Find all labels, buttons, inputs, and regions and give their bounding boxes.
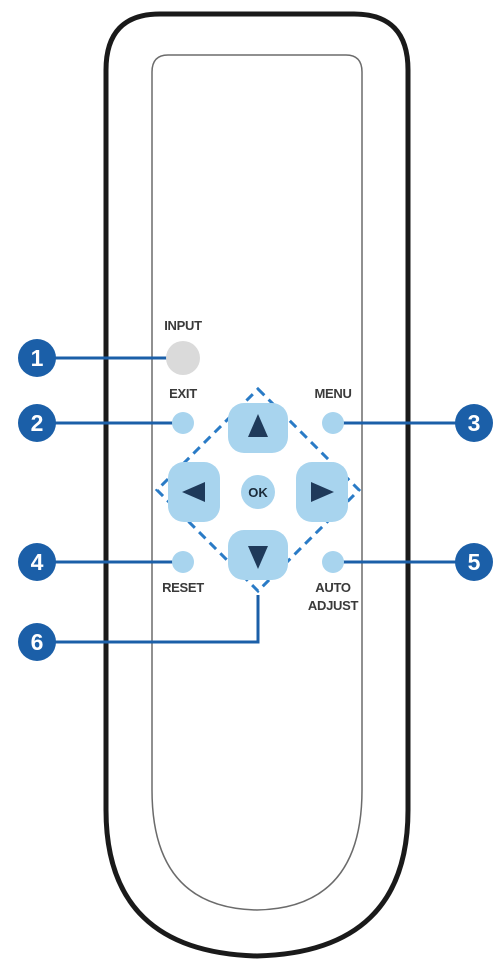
auto-adjust-label-line1: AUTO bbox=[315, 580, 351, 595]
callout-6-number: 6 bbox=[31, 629, 44, 655]
right-button[interactable] bbox=[296, 462, 348, 522]
input-button[interactable] bbox=[166, 341, 200, 375]
callout-2-number: 2 bbox=[31, 410, 44, 436]
callout-4: 4 bbox=[18, 543, 56, 581]
callout-4-number: 4 bbox=[31, 549, 44, 575]
ok-button[interactable] bbox=[241, 475, 275, 509]
callout-1-number: 1 bbox=[31, 345, 44, 371]
right-arrow-icon bbox=[311, 482, 334, 502]
left-button[interactable] bbox=[168, 462, 220, 522]
up-button[interactable] bbox=[228, 403, 288, 453]
callout-3-number: 3 bbox=[468, 410, 481, 436]
down-arrow-icon bbox=[248, 546, 268, 569]
down-button[interactable] bbox=[228, 530, 288, 580]
callout-6: 6 bbox=[18, 623, 56, 661]
menu-button[interactable] bbox=[322, 412, 344, 434]
dpad-dashed-frame bbox=[154, 386, 362, 594]
auto-adjust-button[interactable] bbox=[322, 551, 344, 573]
left-arrow-icon bbox=[182, 482, 205, 502]
exit-label: EXIT bbox=[169, 386, 197, 401]
up-arrow-icon bbox=[248, 414, 268, 437]
exit-button[interactable] bbox=[172, 412, 194, 434]
reset-button[interactable] bbox=[172, 551, 194, 573]
input-label: INPUT bbox=[164, 318, 202, 333]
callout-5: 5 bbox=[455, 543, 493, 581]
auto-adjust-label-line2: ADJUST bbox=[308, 598, 359, 613]
reset-label: RESET bbox=[162, 580, 204, 595]
callout-2: 2 bbox=[18, 404, 56, 442]
ok-label: OK bbox=[248, 485, 268, 500]
callout-6-line bbox=[50, 595, 260, 644]
menu-label: MENU bbox=[314, 386, 351, 401]
callout-1: 1 bbox=[18, 339, 56, 377]
callout-3: 3 bbox=[455, 404, 493, 442]
callout-5-number: 5 bbox=[468, 549, 481, 575]
